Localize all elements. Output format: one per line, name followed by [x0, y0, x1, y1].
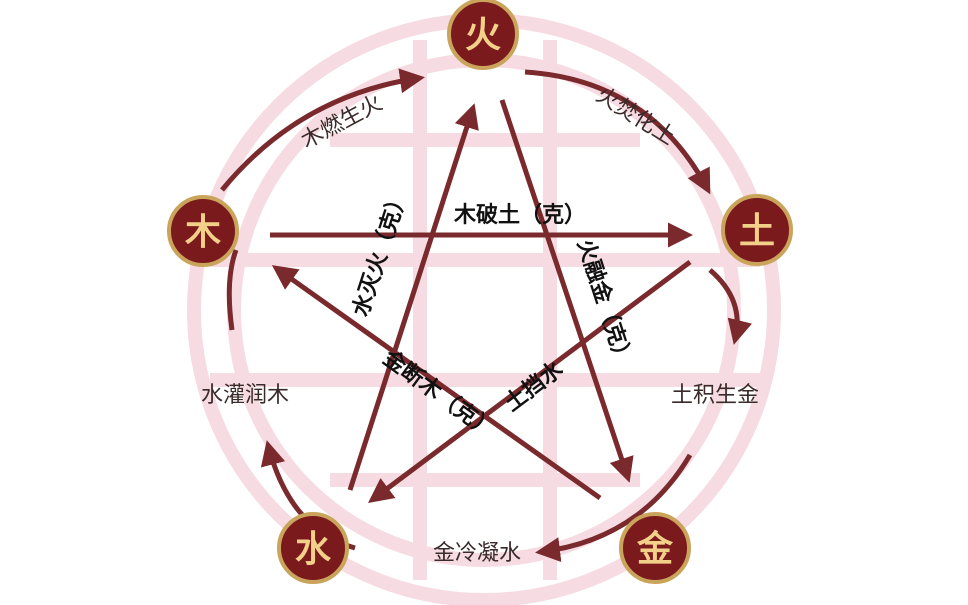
label-metal-wood: 金断木（克） — [377, 344, 500, 443]
node-earth-label: 土 — [739, 211, 775, 252]
node-wood: 木 — [167, 195, 239, 267]
node-water-label: 水 — [295, 529, 332, 570]
label-wood-earth: 木破土（克） — [453, 202, 586, 228]
node-water: 水 — [277, 512, 349, 584]
line-metal-wood — [271, 265, 602, 501]
line-fire-metal — [499, 99, 634, 483]
line-earth-water — [367, 259, 692, 503]
label-water-fire: 水灭火（克） — [348, 186, 414, 320]
watermark-pattern — [187, 13, 781, 605]
controlling-star — [270, 99, 693, 503]
node-fire-label: 火 — [465, 15, 501, 56]
arc-wood-fire — [220, 68, 425, 192]
label-water-wood: 水灌润木 — [201, 383, 289, 408]
node-wood-label: 木 — [185, 212, 221, 253]
label-metal-water: 金冷凝水 — [433, 541, 521, 566]
arc-water-wood-upper — [226, 249, 239, 331]
node-earth: 土 — [721, 194, 793, 266]
node-metal: 金 — [619, 512, 691, 584]
label-earth-metal: 土积生金 — [671, 383, 759, 408]
node-metal-label: 金 — [636, 528, 674, 570]
node-fire: 火 — [447, 0, 519, 70]
line-water-fire — [347, 103, 479, 491]
arc-earth-metal — [708, 268, 752, 345]
arc-fire-earth — [524, 69, 711, 195]
arc-metal-water — [535, 453, 693, 563]
